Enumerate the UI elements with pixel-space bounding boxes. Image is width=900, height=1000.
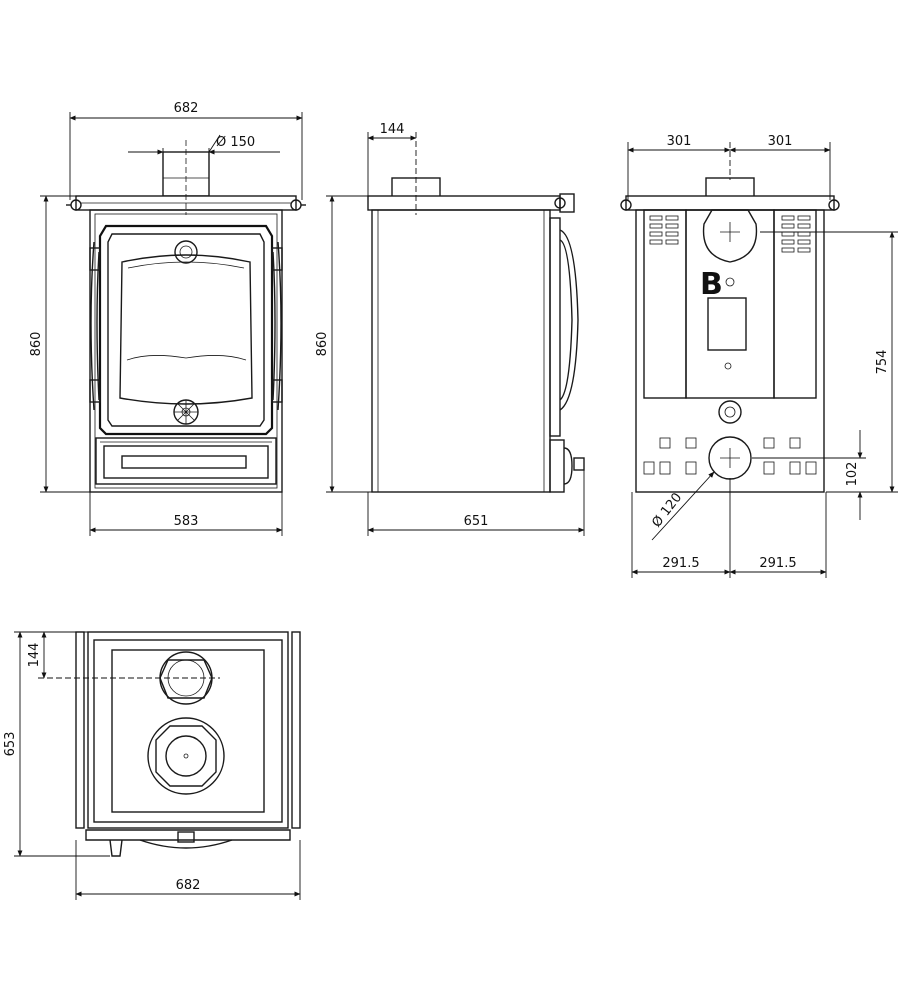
- front-glass: [119, 254, 253, 405]
- rear-rating-plate: [707, 297, 747, 351]
- dim-rear-inlet-height: 102: [845, 462, 860, 487]
- rear-view: B: [620, 177, 840, 493]
- rear-flue-outlet: [702, 209, 758, 263]
- rear-top-plate: [625, 195, 835, 211]
- front-body: [89, 209, 283, 493]
- top-dimensions: 144 653 682: [3, 631, 301, 900]
- dim-front-width: 682: [174, 101, 199, 116]
- front-emblem: [174, 240, 198, 264]
- dim-front-height: 860: [29, 332, 44, 357]
- ash-drawer: [95, 437, 277, 485]
- side-body: [371, 209, 551, 493]
- top-cooking-plate: [111, 649, 265, 813]
- dim-rear-inlet-right: 291.5: [759, 556, 796, 571]
- front-dimensions: 682 Ø 150 860 583: [29, 101, 303, 536]
- top-view: [75, 631, 301, 857]
- dim-side-depth: 651: [464, 514, 489, 529]
- dim-rear-inlet-diameter: Ø 120: [649, 490, 685, 530]
- rear-dimensions: 301 301 754 102 Ø 120 291.5 291.5: [627, 134, 898, 578]
- dim-top-depth: 653: [3, 732, 18, 757]
- dim-rear-left-half: 301: [667, 134, 692, 149]
- front-door: [98, 224, 274, 436]
- dim-top-width: 682: [176, 878, 201, 893]
- dim-side-flue-offset: 144: [380, 122, 405, 137]
- rear-marker-b: B: [700, 267, 723, 302]
- side-view: [367, 177, 585, 493]
- dim-rear-inlet-left: 291.5: [662, 556, 699, 571]
- top-hot-plate: [147, 717, 225, 795]
- dim-top-flue-offset: 144: [27, 643, 42, 668]
- rear-flue-pipe: [705, 177, 755, 199]
- dim-front-body-width: 583: [174, 514, 199, 529]
- dim-rear-right-half: 301: [768, 134, 793, 149]
- dim-rear-outlet-height: 754: [875, 350, 890, 375]
- dim-front-flue: Ø 150: [216, 135, 255, 150]
- dim-side-height: 860: [315, 332, 330, 357]
- side-top-plate: [367, 195, 561, 211]
- top-plate-outline: [87, 631, 289, 829]
- side-dimensions: 144 860 651: [315, 122, 585, 536]
